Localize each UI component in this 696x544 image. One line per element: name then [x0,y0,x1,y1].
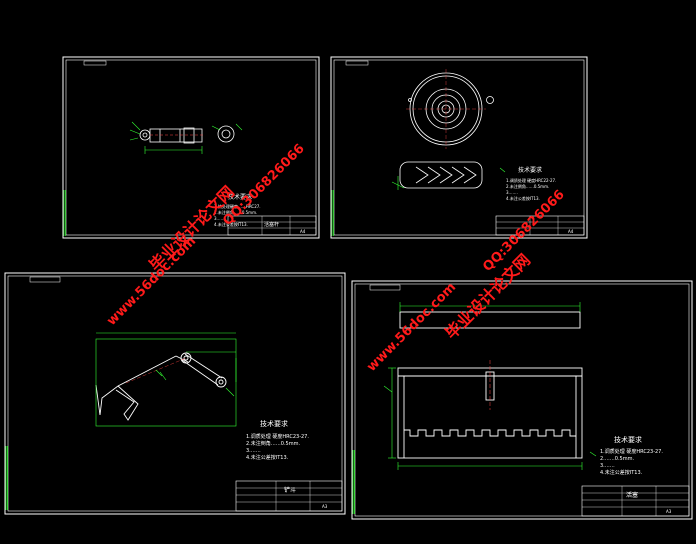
left-stripe [352,450,355,514]
tech-note: 4.未注公差按IT13. [214,221,248,227]
tech-note: 3.…… [506,190,518,195]
tech-note: 4.未注公差按IT13. [246,454,289,461]
title-block-code: A4 [300,229,306,234]
sheet-border [351,280,693,520]
tech-notes: 技术要求 1.热处理硬度……HRC27. 2.未注倒角……0.5mm. 3.……… [214,193,261,227]
sheet-2: 技术要求 1.调质处理 硬度HRC22-27. 2.未注倒角……0.5mm. 3… [330,56,588,239]
dimension-lines [129,121,243,154]
left-stripe [5,446,8,510]
tech-note: 2.未注倒角……0.5mm. [506,183,549,189]
seal-ring-section-view [399,161,483,189]
tech-note: 4.未注公差按IT13. [600,469,643,476]
piston-rod-drawing [139,125,235,144]
title-block-code: A3 [666,509,672,514]
sheet-border [330,56,588,239]
corner-tag [83,60,107,66]
title-block: 铲斗 A3 [235,480,343,512]
tech-note: 3.…… [214,216,226,221]
tech-note: 1.调质处理 硬度HRC22-27. [506,177,556,183]
corner-tag [369,284,401,291]
seal-ring-front-view [406,69,494,149]
title-block: 活塞 A3 [581,485,690,517]
sheet-border [4,272,346,515]
dimension-lines [383,302,597,470]
tech-note: 1.调质处理 硬度HRC23-27. [600,448,663,455]
tech-title: 技术要求 [614,435,642,444]
sheet-frame [7,275,343,512]
dimension-lines [95,332,237,427]
tech-note: 3.…… [246,448,261,454]
sheet-4: 技术要求 1.调质处理 硬度HRC23-27. 2.……0.5mm. 3.…… … [351,280,693,520]
left-stripe [63,190,66,236]
watermark-brand: 毕业设计论文网 [145,182,238,275]
sheet-frame [65,59,317,236]
tech-note: 3.…… [600,463,615,469]
title-block-code: A4 [568,229,574,234]
title-block-code: A3 [322,504,328,509]
bucket-linkage-drawing [95,352,227,421]
tech-note: 2.未注倒角……0.5mm. [214,209,257,215]
tech-note: 1.热处理硬度……HRC27. [214,203,261,209]
tech-notes: 技术要求 1.调质处理 硬度HRC22-27. 2.未注倒角……0.5mm. 3… [506,166,556,201]
tech-notes: 技术要求 1.调质处理 硬度HRC23-27. 2.……0.5mm. 3.…… … [600,435,663,476]
tech-title: 技术要求 [518,166,542,174]
tech-note: 4.未注公差按IT13. [506,195,540,201]
left-stripe [331,190,334,236]
title-block-name: 活塞杆 [264,221,279,228]
sheet-border [62,56,320,239]
title-block: 活塞杆 A4 [227,215,317,236]
corner-tag [345,60,369,66]
sheet-frame [333,59,585,236]
tech-note: 2.……0.5mm. [600,456,634,462]
sheet-1: 技术要求 1.热处理硬度……HRC27. 2.未注倒角……0.5mm. 3.……… [62,56,320,239]
corner-tag [29,276,61,283]
title-block-name: 活塞 [626,491,638,499]
dimension-lines [391,167,506,190]
piston-drawing [397,311,583,459]
sheet-3: 技术要求 1.调质处理 硬度HRC23-27. 2.未注倒角……0.5mm. 3… [4,272,346,515]
sheet-frame [354,283,690,517]
tech-note: 2.未注倒角……0.5mm. [246,440,300,447]
title-block-name: 铲斗 [284,486,296,494]
title-block: A4 [495,215,585,236]
tech-note: 1.调质处理 硬度HRC23-27. [246,433,309,440]
tech-title: 技术要求 [260,419,288,428]
tech-title: 技术要求 [228,193,252,201]
tech-notes: 技术要求 1.调质处理 硬度HRC23-27. 2.未注倒角……0.5mm. 3… [246,419,309,461]
